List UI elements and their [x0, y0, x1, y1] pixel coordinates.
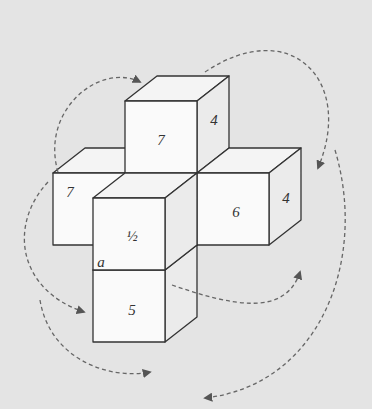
cube-face	[93, 198, 165, 270]
dashed-arrow	[205, 51, 329, 168]
cube-face	[165, 173, 197, 270]
cube-face	[93, 270, 165, 342]
dashed-arrow	[24, 182, 84, 312]
cube-face	[125, 101, 197, 173]
dashed-arrow	[205, 150, 345, 398]
cube-face	[197, 173, 269, 245]
face-label: 4	[282, 191, 290, 206]
face-label: 4	[210, 113, 218, 128]
face-label: 5	[128, 303, 136, 318]
face-label: a	[97, 255, 105, 270]
dashed-arrow	[40, 300, 150, 374]
face-label: ½	[126, 229, 137, 244]
cube-face	[269, 148, 301, 245]
face-label: 7	[157, 133, 165, 148]
face-label: 7	[66, 185, 74, 200]
dashed-arrow	[172, 272, 300, 303]
dashed-arrow	[55, 77, 140, 172]
face-label: 6	[232, 205, 240, 220]
